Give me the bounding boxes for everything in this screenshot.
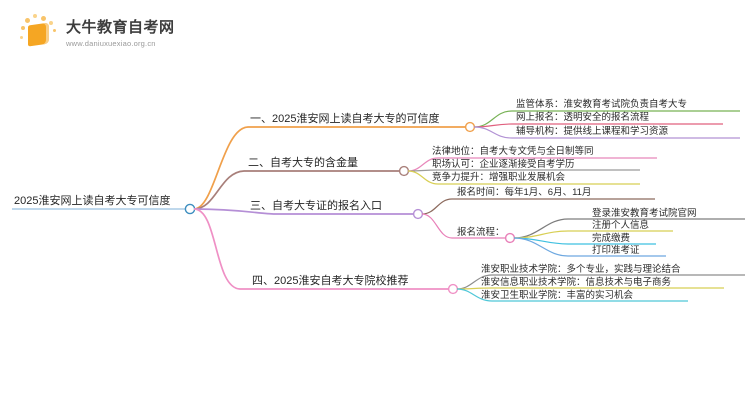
site-logo: 大牛教育自考网 www.daniuxuexiao.org.cn <box>18 12 218 56</box>
branch-node-2[interactable]: 二、自考大专的含金量 <box>248 157 358 169</box>
root-node[interactable]: 2025淮安网上读自考大专可信度 <box>14 195 171 207</box>
branch-1-child-1[interactable]: 监管体系：淮安教育考试院负责自考大专 <box>516 99 688 110</box>
edge-root-b3 <box>193 208 414 215</box>
edge-b4-c2 <box>456 287 724 290</box>
edge-b3-c2 <box>421 213 506 239</box>
branch-4-child-3[interactable]: 淮安卫生职业学院：丰富的实习机会 <box>481 290 634 301</box>
branch-1-child-3[interactable]: 辅导机构：提供线上课程和学习资源 <box>516 126 669 137</box>
branch-3-child-2[interactable]: 报名流程： <box>457 227 505 238</box>
edge-b2-c2 <box>407 169 640 172</box>
hub-b3-c2 <box>504 232 516 244</box>
branch-3-child-2-sub-2[interactable]: 注册个人信息 <box>592 220 650 231</box>
hub-b2 <box>398 165 410 177</box>
edge-b2-c3 <box>407 170 640 185</box>
edge-b3-c1 <box>421 198 655 215</box>
edge-b1-c3 <box>473 126 740 139</box>
edge-root-b4 <box>193 208 449 290</box>
branch-3-child-2-sub-3[interactable]: 完成缴费 <box>592 233 631 244</box>
logo-url: www.daniuxuexiao.org.cn <box>66 38 156 48</box>
edge-b3c2-g4 <box>513 237 666 257</box>
branch-1-child-2[interactable]: 网上报名：透明安全的报名流程 <box>516 112 650 123</box>
branch-node-4[interactable]: 四、2025淮安自考大专院校推荐 <box>252 275 409 287</box>
branch-2-child-3[interactable]: 竞争力提升：增强职业发展机会 <box>432 172 566 183</box>
edge-root-b2 <box>193 170 400 210</box>
edge-root-b1 <box>193 126 466 210</box>
branch-3-child-2-sub-4[interactable]: 打印准考证 <box>592 245 640 256</box>
branch-3-child-1[interactable]: 报名时间：每年1月、6月、11月 <box>457 187 592 198</box>
branch-4-child-2[interactable]: 淮安信息职业技术学院：信息技术与电子商务 <box>481 277 672 288</box>
branch-node-3[interactable]: 三、自考大专证的报名入口 <box>250 200 382 212</box>
hub-b1 <box>464 121 476 133</box>
root-hub <box>184 203 196 215</box>
branch-2-child-1[interactable]: 法律地位：自考大专文凭与全日制等同 <box>432 146 594 157</box>
edge-b4-c3 <box>456 288 688 302</box>
branch-2-child-2[interactable]: 职场认可：企业逐渐接受自考学历 <box>432 159 575 170</box>
branch-4-child-1[interactable]: 淮安职业技术学院：多个专业，实践与理论结合 <box>481 264 681 275</box>
hub-b3 <box>412 208 424 220</box>
logo-title: 大牛教育自考网 <box>66 19 175 37</box>
branch-node-1[interactable]: 一、2025淮安网上读自考大专的可信度 <box>250 113 440 125</box>
book-icon <box>18 14 60 54</box>
branch-3-child-2-sub-1[interactable]: 登录淮安教育考试院官网 <box>592 208 697 219</box>
hub-b4 <box>447 283 459 295</box>
